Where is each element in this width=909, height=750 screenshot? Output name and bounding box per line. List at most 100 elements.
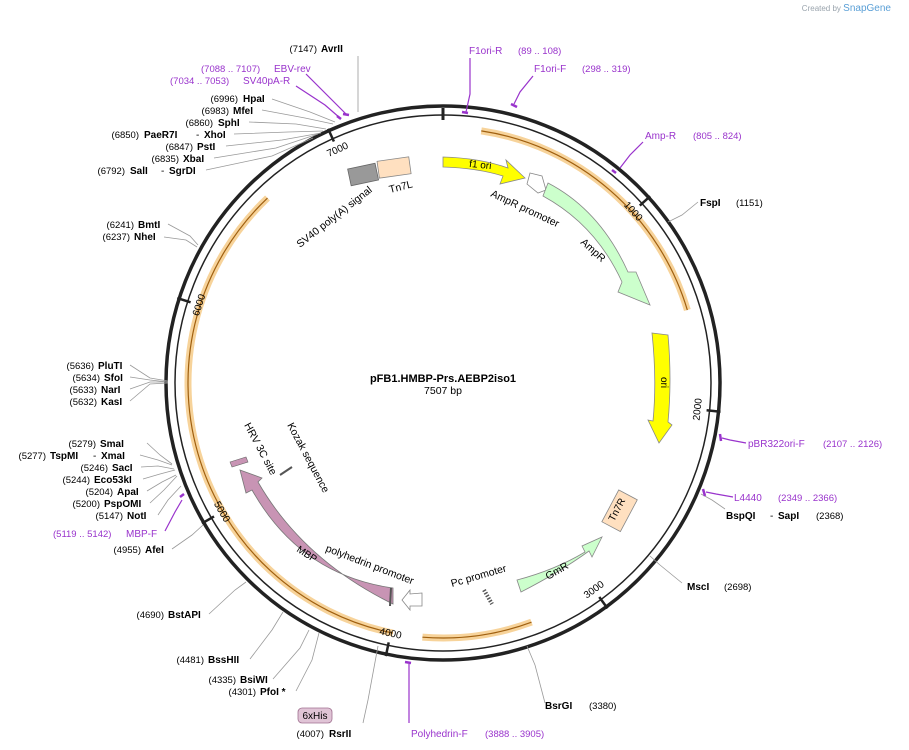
enzyme-separator: - (196, 130, 199, 141)
enzyme-name: HpaI (243, 94, 265, 105)
primer-range: (89 .. 108) (518, 46, 561, 57)
enzyme-name: BstAPI (168, 610, 201, 621)
primer-range: (805 .. 824) (693, 131, 742, 142)
enzyme-pos: (5204) (86, 487, 113, 498)
f1-ori-feature (442, 156, 526, 185)
enzyme-name: NarI (101, 385, 121, 396)
enzyme-pos: (4335) (209, 675, 236, 686)
tick-label: 7000 (325, 140, 350, 159)
pc-promoter-feature (482, 589, 494, 605)
enzyme-pos: (5246) (81, 463, 108, 474)
his-tag-box (297, 707, 333, 724)
enzyme-pos: (6860) (186, 118, 213, 129)
ampr-promoter-feature (526, 172, 547, 194)
plasmid-length: 7507 bp (424, 385, 462, 397)
enzyme-name: SalI (130, 166, 148, 177)
enzyme-pos: (5636) (67, 361, 94, 372)
enzyme-pos: (5634) (73, 373, 100, 384)
enzyme-name-2: XmaI (101, 451, 125, 462)
enzyme-name-2: SapI (778, 511, 799, 522)
enzyme-name: PstI (197, 142, 216, 153)
enzyme-separator: - (93, 451, 96, 462)
primer-labels: F1ori-R (89 .. 108) F1ori-F (298 .. 319)… (53, 46, 882, 740)
enzyme-name: NheI (134, 232, 156, 243)
enzyme-name: MscI (687, 582, 709, 593)
primer-name: Amp-R (645, 131, 676, 142)
ampr-feature (542, 182, 651, 306)
primer-range: (2349 .. 2366) (778, 493, 837, 504)
primer-name: L4440 (734, 493, 762, 504)
enzyme-pos: (6996) (211, 94, 238, 105)
enzyme-name-2: XhoI (204, 130, 226, 141)
primer-range: (2107 .. 2126) (823, 439, 882, 450)
polyhedrin-promoter-feature (401, 588, 423, 612)
enzyme-name: FspI (700, 198, 721, 209)
enzyme-pos: (6983) (202, 106, 229, 117)
tick-mark (201, 515, 215, 525)
enzyme-name: SmaI (100, 439, 124, 450)
enzyme-name: BssHII (208, 655, 239, 666)
enzyme-pos: (6792) (98, 166, 125, 177)
tn7l-feature (376, 156, 412, 179)
sv40-polya-label: SV40 poly(A) signal (294, 184, 374, 250)
primer-name: SV40pA-R (243, 76, 290, 87)
kozak-feature (279, 466, 293, 476)
enzyme-name: SacI (112, 463, 133, 474)
mbp-feature (239, 469, 394, 605)
snapgene-credit: Created by SnapGene (802, 3, 891, 14)
enzyme-name: KasI (101, 397, 122, 408)
enzyme-name: AfeI (145, 545, 164, 556)
primer-name: F1ori-R (469, 46, 502, 57)
enzyme-separator: - (161, 166, 164, 177)
tick-label: 2000 (692, 397, 705, 421)
enzyme-name: PfoI * (260, 687, 286, 698)
enzyme-name: PaeR7I (144, 130, 178, 141)
enzyme-pos: (5632) (70, 397, 97, 408)
enzyme-pos: (6237) (103, 232, 130, 243)
tn7r-feature (601, 489, 638, 533)
enzyme-name: AvrII (321, 44, 343, 55)
pc-promoter-label: Pc promoter (450, 562, 509, 589)
enzyme-name: MfeI (233, 106, 253, 117)
primer-range: (7088 .. 7107) (201, 64, 260, 75)
enzyme-pos: (3380) (589, 701, 616, 712)
gmr-feature (516, 536, 603, 593)
enzyme-name: BspQI (726, 511, 756, 522)
primer-name: EBV-rev (274, 64, 311, 75)
primer-range: (5119 .. 5142) (53, 529, 111, 540)
enzyme-pos: (1151) (736, 198, 763, 209)
mbp-label: MBP (294, 544, 318, 565)
enzyme-pos: (6241) (107, 220, 134, 231)
enzyme-name: ApaI (117, 487, 139, 498)
enzyme-name: RsrII (329, 729, 351, 740)
tick-mark (176, 296, 191, 304)
primer-range: (298 .. 319) (582, 64, 631, 75)
hrv-3c-site-label: HRV 3C site (241, 421, 279, 478)
enzyme-pos: (2698) (724, 582, 751, 593)
enzyme-name: SphI (218, 118, 240, 129)
primer-name: MBP-F (126, 529, 157, 540)
plasmid-name: pFB1.HMBP-Prs.AEBP2iso1 (370, 373, 516, 385)
enzyme-pos: (5244) (63, 475, 90, 486)
tick-label: 6000 (191, 293, 208, 318)
enzyme-name-2: SgrDI (169, 166, 196, 177)
enzyme-name: TspMI (50, 451, 78, 462)
primer-name: F1ori-F (534, 64, 566, 75)
enzyme-pos: (4301) (229, 687, 256, 698)
his-tag-marker (389, 587, 392, 607)
enzyme-pos: (5200) (73, 499, 100, 510)
enzyme-pos: (6835) (152, 154, 179, 165)
tick-label: 4000 (378, 626, 402, 641)
enzyme-pos: (5277) (19, 451, 46, 462)
enzyme-pos: (5633) (70, 385, 97, 396)
enzyme-name: PspOMI (104, 499, 141, 510)
enzyme-pos: (6850) (112, 130, 139, 141)
enzyme-name: XbaI (183, 154, 204, 165)
primer-range: (3888 .. 3905) (485, 729, 544, 740)
hrv-3c-site-feature (229, 456, 249, 468)
kozak-sequence-label: Kozak sequence (284, 421, 331, 495)
orf-arc (187, 197, 393, 634)
enzyme-leaders (129, 56, 726, 724)
f1-ori-label: f1 ori (469, 159, 492, 172)
enzyme-pos: (4955) (114, 545, 141, 556)
